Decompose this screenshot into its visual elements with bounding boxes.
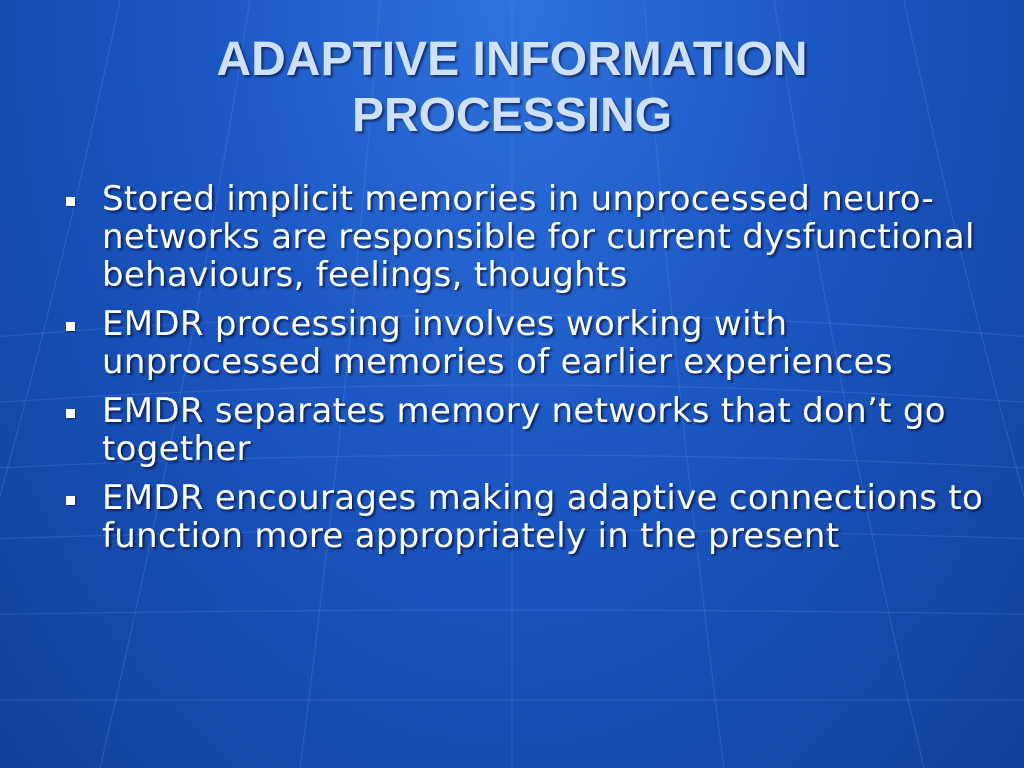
bullet-item: EMDR encourages making adaptive connecti…	[60, 479, 990, 555]
square-bullet-icon	[66, 496, 75, 505]
bullet-text: EMDR processing involves working with un…	[102, 304, 893, 382]
square-bullet-icon	[66, 409, 75, 418]
bullet-text: EMDR separates memory networks that don’…	[102, 391, 946, 469]
bullet-item: EMDR separates memory networks that don’…	[60, 392, 990, 468]
square-bullet-icon	[66, 197, 75, 206]
bullet-text: Stored implicit memories in unprocessed …	[102, 179, 975, 295]
slide-title: ADAPTIVE INFORMATION PROCESSING	[0, 32, 1024, 144]
square-bullet-icon	[66, 322, 75, 331]
bullet-item: Stored implicit memories in unprocessed …	[60, 180, 990, 294]
slide-title-line-1: ADAPTIVE INFORMATION	[216, 33, 808, 86]
bullet-text: EMDR encourages making adaptive connecti…	[102, 478, 984, 556]
bullet-item: EMDR processing involves working with un…	[60, 305, 990, 381]
slide-title-line-2: PROCESSING	[351, 89, 673, 142]
bullet-list: Stored implicit memories in unprocessed …	[60, 180, 990, 566]
